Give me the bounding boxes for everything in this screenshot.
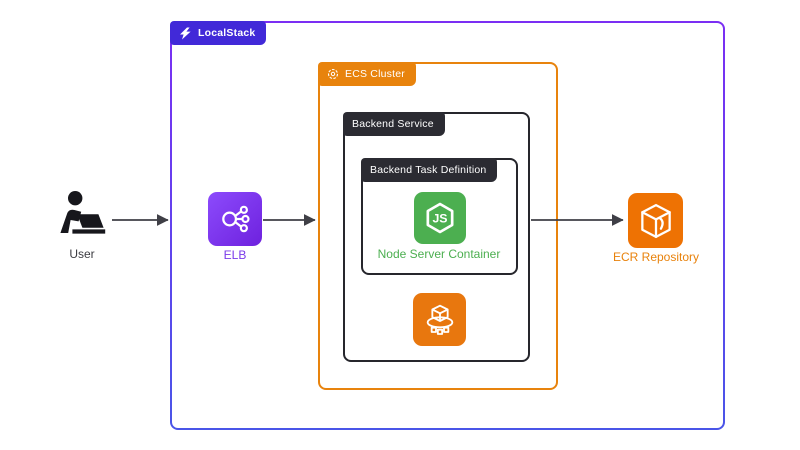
- user-at-laptop-icon: [60, 191, 106, 234]
- nodejs-js-letters: JS: [432, 211, 447, 225]
- elb-label: ELB: [223, 248, 247, 262]
- user-label: User: [69, 247, 95, 261]
- backend-task-definition-badge-label: Backend Task Definition: [370, 164, 487, 176]
- ecs-cluster-box: [318, 62, 558, 390]
- elastic-load-balancing-icon: [222, 205, 250, 233]
- ecs-cluster-badge-label: ECS Cluster: [345, 68, 405, 80]
- localstack-logo-icon: [180, 27, 191, 39]
- backend-service-badge: Backend Service: [343, 112, 445, 136]
- ecs-tasks-icon: [426, 304, 453, 335]
- ecr-repository-label: ECR Repository: [612, 250, 700, 264]
- ecs-tasks-node: [413, 293, 466, 346]
- ecs-service-icon: [327, 68, 339, 80]
- localstack-badge-label: LocalStack: [198, 27, 256, 39]
- node-server-container-node: JS: [414, 192, 466, 244]
- backend-service-badge-label: Backend Service: [352, 118, 434, 130]
- node-server-container-label: Node Server Container: [377, 247, 501, 261]
- ecr-repository-icon: [640, 203, 671, 238]
- localstack-badge: LocalStack: [170, 21, 267, 45]
- ecs-cluster-badge: ECS Cluster: [318, 62, 416, 86]
- nodejs-hexagon-icon: JS: [426, 202, 454, 234]
- elb-node: [208, 192, 262, 246]
- ecr-repository-node: [628, 193, 683, 248]
- backend-task-definition-badge: Backend Task Definition: [361, 158, 498, 182]
